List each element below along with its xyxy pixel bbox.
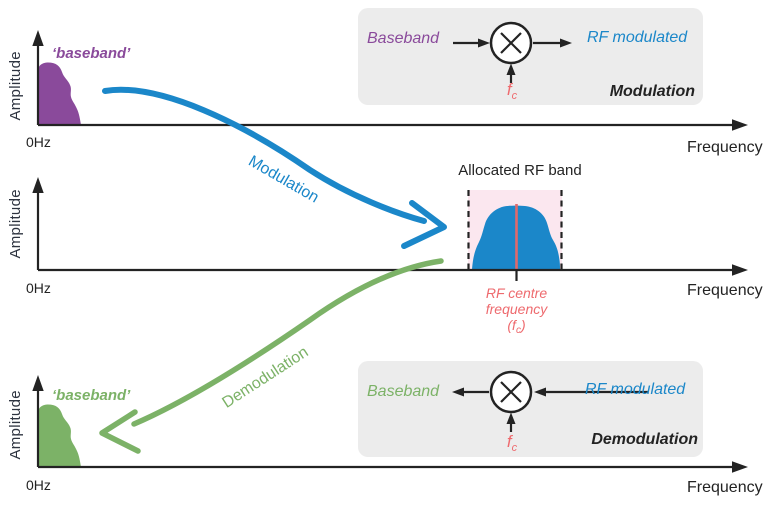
- middle-x-axis-arrowhead: [732, 264, 748, 276]
- demodulation-box: [358, 361, 703, 457]
- bottom-y-axis-label: Amplitude: [7, 390, 25, 460]
- top-x-axis-arrowhead: [732, 119, 748, 131]
- top-origin-label: 0Hz: [26, 134, 51, 150]
- middle-y-axis-label: Amplitude: [7, 189, 25, 259]
- rf-centre-line1: RF centre: [485, 285, 548, 301]
- middle-x-axis-label: Frequency: [687, 282, 763, 299]
- baseband-spectrum-purple: [38, 62, 81, 125]
- rf-centre-line3: (fc): [507, 317, 526, 336]
- baseband-label-bottom: ‘baseband’: [52, 387, 131, 404]
- bottom-origin-label: 0Hz: [26, 477, 51, 493]
- baseband-label-top: ‘baseband’: [52, 45, 131, 62]
- modulation-box: [358, 8, 703, 105]
- demod-box-input-label: RF modulated: [585, 381, 686, 398]
- top-chart-axes: [36, 44, 735, 127]
- mod-box-output-label: RF modulated: [587, 29, 688, 46]
- bottom-x-axis-label: Frequency: [687, 479, 763, 496]
- top-x-axis-label: Frequency: [687, 139, 763, 156]
- demodulation-mixer: [452, 370, 648, 432]
- allocated-rf-band-label: Allocated RF band: [458, 162, 582, 179]
- rf-centre-line2: frequency: [485, 301, 548, 317]
- demodulation-box-title: Demodulation: [591, 431, 698, 448]
- mod-box-input-label: Baseband: [367, 30, 440, 47]
- top-y-axis-label: Amplitude: [7, 51, 25, 121]
- demod-box-output-label: Baseband: [367, 383, 440, 400]
- modulation-arrowhead: [401, 200, 447, 249]
- middle-y-axis-arrowhead: [32, 177, 44, 193]
- modulation-curve: [102, 86, 427, 224]
- middle-chart-axes: [36, 191, 735, 272]
- rf-centre-frequency-label: RF centre frequency (fc): [456, 285, 577, 339]
- bottom-x-axis-arrowhead: [732, 461, 748, 473]
- bottom-y-axis-arrowhead: [32, 375, 44, 391]
- baseband-spectrum-green: [38, 404, 81, 467]
- demodulation-arrowhead: [99, 409, 141, 454]
- demodulation-curve: [131, 258, 444, 427]
- modulation-box-title: Modulation: [609, 83, 695, 100]
- middle-origin-label: 0Hz: [26, 280, 51, 296]
- top-y-axis-arrowhead: [32, 30, 44, 46]
- modulation-mixer: [453, 21, 572, 83]
- bottom-chart-axes: [36, 389, 735, 469]
- demod-carrier-frequency-label: fc: [506, 432, 518, 454]
- mod-carrier-frequency-label: fc: [506, 80, 518, 102]
